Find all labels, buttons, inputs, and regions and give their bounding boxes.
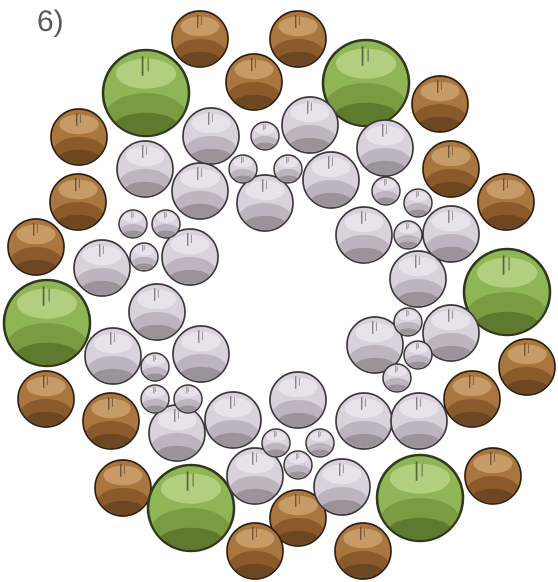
- lavender-sphere-icon: [228, 154, 258, 184]
- lavender-sphere-icon: [302, 151, 360, 209]
- lavender-sphere-icon: [182, 107, 240, 165]
- lavender-sphere-icon: [161, 228, 219, 286]
- lavender-sphere-icon: [204, 391, 262, 449]
- brown-sphere-icon: [225, 53, 283, 111]
- green-sphere-icon: [462, 247, 552, 337]
- brown-sphere-icon: [226, 522, 284, 580]
- lavender-sphere-icon: [283, 450, 313, 480]
- lavender-sphere-icon: [335, 392, 393, 450]
- lavender-sphere-icon: [371, 176, 401, 206]
- brown-sphere-icon: [334, 522, 392, 580]
- lavender-sphere-icon: [172, 325, 230, 383]
- brown-sphere-icon: [94, 459, 152, 517]
- brown-sphere-icon: [498, 338, 556, 396]
- lavender-sphere-icon: [382, 363, 412, 393]
- lavender-sphere-icon: [335, 206, 393, 264]
- lavender-sphere-icon: [356, 119, 414, 177]
- lavender-sphere-icon: [236, 174, 294, 232]
- lavender-sphere-icon: [173, 384, 203, 414]
- lavender-sphere-icon: [422, 304, 480, 362]
- lavender-sphere-icon: [171, 162, 229, 220]
- lavender-sphere-icon: [403, 188, 433, 218]
- lavender-sphere-icon: [273, 154, 303, 184]
- lavender-sphere-icon: [129, 242, 159, 272]
- lavender-sphere-icon: [140, 384, 170, 414]
- brown-sphere-icon: [443, 370, 501, 428]
- brown-sphere-icon: [411, 75, 469, 133]
- brown-sphere-icon: [7, 218, 65, 276]
- lavender-sphere-icon: [261, 428, 291, 458]
- lavender-sphere-icon: [269, 371, 327, 429]
- brown-sphere-icon: [269, 10, 327, 68]
- lavender-sphere-icon: [118, 209, 148, 239]
- panel-label: 6): [37, 5, 64, 38]
- brown-sphere-icon: [50, 108, 108, 166]
- lavender-sphere-icon: [305, 428, 335, 458]
- lavender-sphere-icon: [393, 220, 423, 250]
- lavender-sphere-icon: [390, 392, 448, 450]
- lavender-sphere-icon: [151, 209, 181, 239]
- green-sphere-icon: [375, 453, 465, 543]
- lavender-sphere-icon: [84, 327, 142, 385]
- brown-sphere-icon: [17, 370, 75, 428]
- lavender-sphere-icon: [140, 352, 170, 382]
- lavender-sphere-icon: [422, 205, 480, 263]
- brown-sphere-icon: [49, 173, 107, 231]
- brown-sphere-icon: [269, 489, 327, 547]
- brown-sphere-icon: [171, 10, 229, 68]
- lavender-sphere-icon: [116, 140, 174, 198]
- brown-sphere-icon: [477, 173, 535, 231]
- lavender-sphere-icon: [393, 307, 423, 337]
- lavender-sphere-icon: [389, 250, 447, 308]
- brown-sphere-icon: [422, 140, 480, 198]
- lavender-sphere-icon: [281, 96, 339, 154]
- brown-sphere-icon: [464, 447, 522, 505]
- green-sphere-icon: [101, 48, 191, 138]
- green-sphere-icon: [146, 463, 236, 553]
- brown-sphere-icon: [82, 392, 140, 450]
- lavender-sphere-icon: [403, 340, 433, 370]
- lavender-sphere-icon: [148, 404, 206, 462]
- lavender-sphere-icon: [73, 239, 131, 297]
- lavender-sphere-icon: [313, 458, 371, 516]
- lavender-sphere-icon: [226, 447, 284, 505]
- lavender-sphere-icon: [128, 283, 186, 341]
- lavender-sphere-icon: [250, 121, 280, 151]
- green-sphere-icon: [2, 278, 92, 368]
